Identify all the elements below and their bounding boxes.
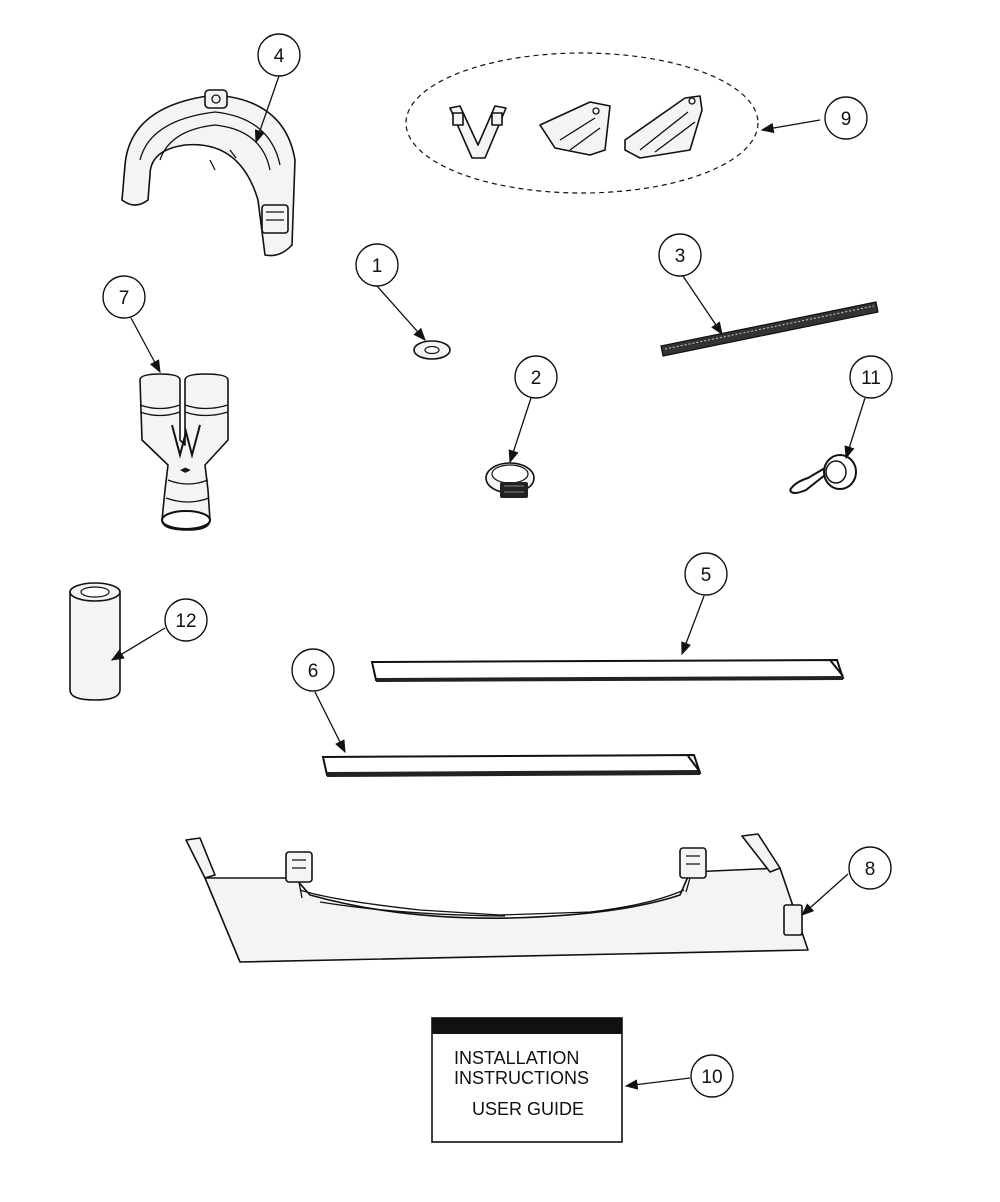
part-12-tube — [69, 582, 121, 701]
callout-label: 4 — [274, 46, 285, 67]
part-1-washer — [413, 340, 451, 360]
callout-label: 9 — [841, 109, 852, 130]
callout-8: 8 — [848, 846, 892, 890]
bracket-v-shape — [449, 105, 507, 159]
part-5-trim-strip-long — [370, 658, 845, 682]
part-8-front-panel — [185, 833, 809, 963]
part-10-booklet: INSTALLATION INSTRUCTIONS USER GUIDE — [431, 1017, 623, 1143]
callout-label: 11 — [861, 368, 881, 389]
callout-3: 3 — [658, 233, 702, 277]
callout-11: 11 — [849, 355, 893, 399]
callout-label: 3 — [675, 246, 686, 267]
callout-9: 9 — [824, 96, 868, 140]
callout-12: 12 — [164, 598, 208, 642]
callout-1: 1 — [355, 243, 399, 287]
callout-leaders — [110, 75, 866, 1090]
callout-4: 4 — [257, 33, 301, 77]
panel-latch-left — [285, 851, 313, 899]
part-2-hose-clamp — [485, 462, 535, 498]
callout-2: 2 — [514, 355, 558, 399]
part-4-clamp-bracket — [121, 89, 296, 257]
callout-label: 8 — [865, 859, 876, 880]
booklet-title-line-2: INSTRUCTIONS — [454, 1068, 589, 1088]
part-7-y-connector: ◀▶ — [139, 373, 229, 531]
part-3-gasket-strip — [660, 301, 879, 357]
bracket-large — [624, 95, 703, 159]
bracket-angled — [539, 101, 611, 156]
callout-label: 2 — [531, 368, 542, 389]
part-11-wire-tie — [789, 454, 857, 494]
callout-label: 12 — [175, 611, 196, 632]
callout-label: 1 — [372, 256, 383, 277]
part-6-trim-strip-short — [321, 753, 702, 777]
callout-6: 6 — [291, 648, 335, 692]
callout-label: 7 — [119, 288, 130, 309]
part-9-bracket-set — [405, 52, 759, 194]
callout-5: 5 — [684, 552, 728, 596]
callout-10: 10 — [690, 1054, 734, 1098]
svg-text:◀▶: ◀▶ — [180, 467, 191, 474]
panel-latch-right — [679, 847, 707, 893]
callout-label: 5 — [701, 565, 712, 586]
callout-label: 6 — [308, 661, 319, 682]
booklet-title-line-1: INSTALLATION — [454, 1048, 579, 1068]
callout-7: 7 — [102, 275, 146, 319]
callout-label: 10 — [701, 1067, 722, 1088]
booklet-title-line-3: USER GUIDE — [472, 1099, 584, 1119]
